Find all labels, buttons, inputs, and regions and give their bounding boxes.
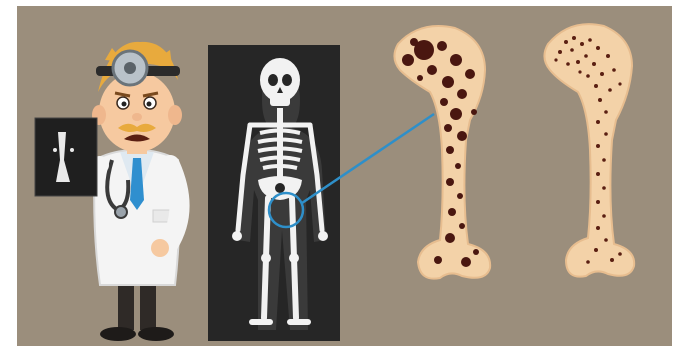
xray-film-icon [35,118,97,196]
